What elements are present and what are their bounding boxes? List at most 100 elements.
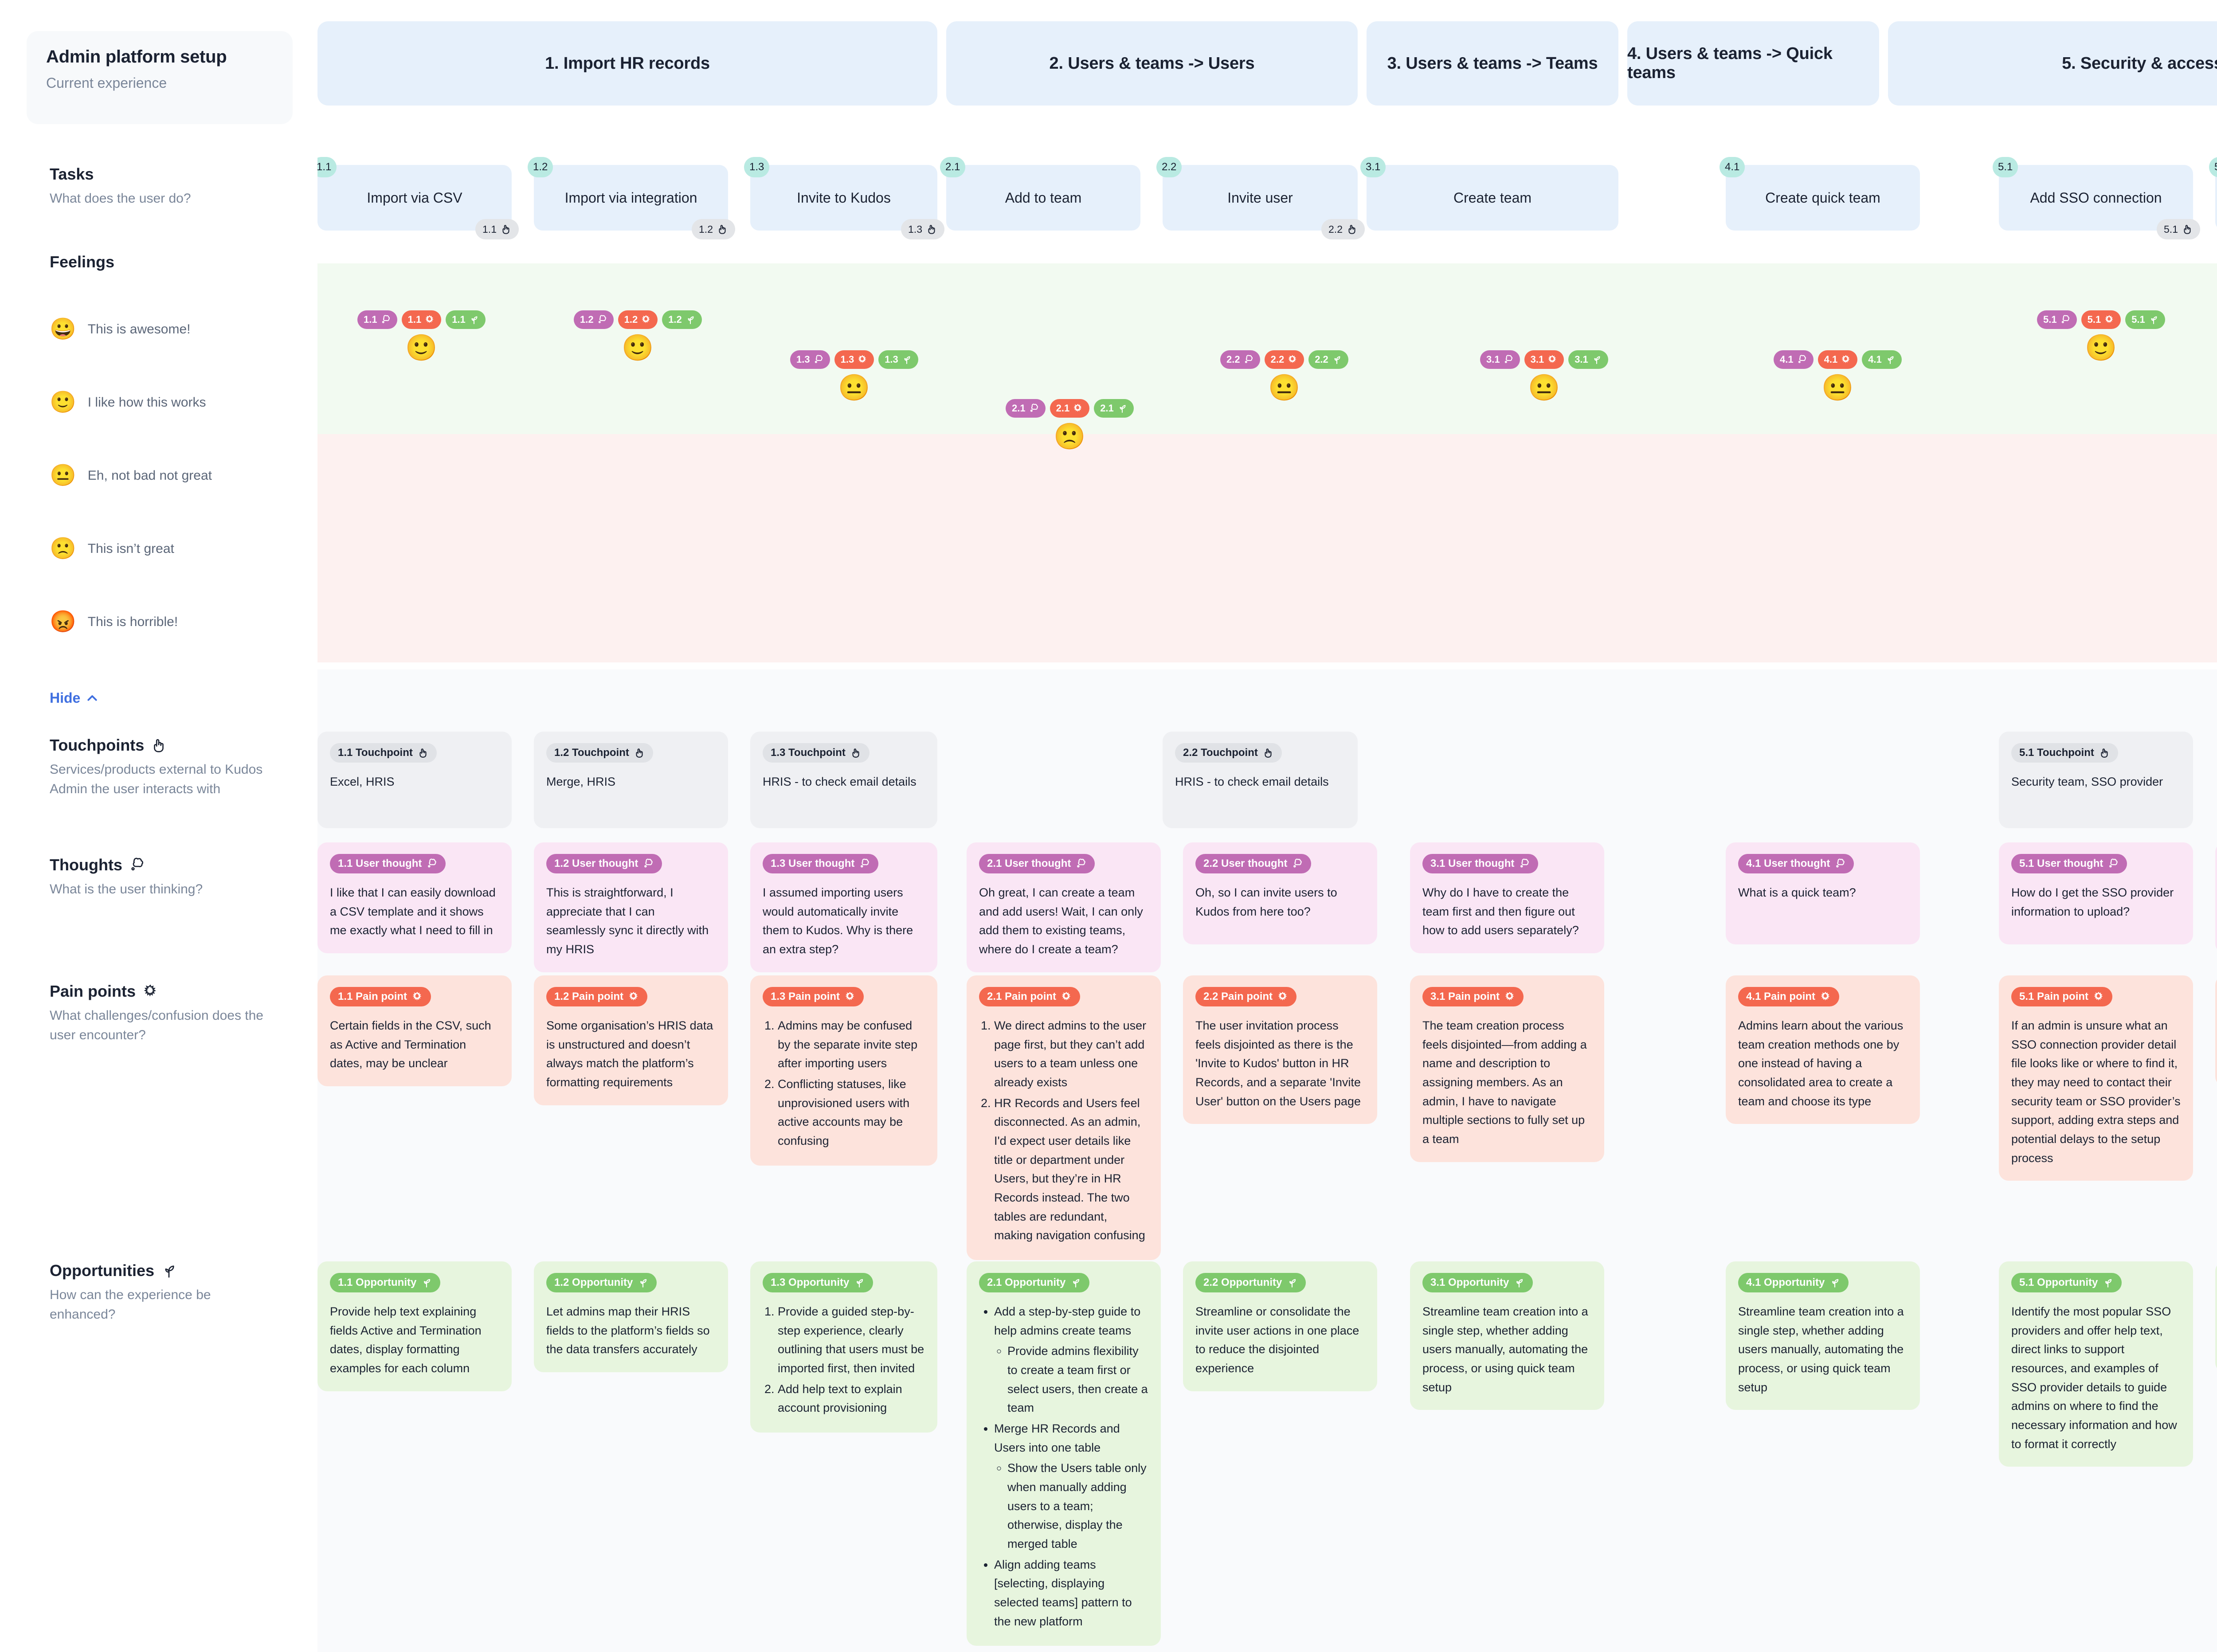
thought-card[interactable]: 1.1 User thought I like that I can easil…: [317, 842, 512, 953]
thought-card[interactable]: 1.2 User thought This is straightforward…: [534, 842, 728, 972]
phase-header[interactable]: 4. Users & teams -> Quick teams: [1627, 21, 1879, 106]
feeling-chip-op[interactable]: 1.3: [878, 350, 918, 369]
touch-card[interactable]: 1.1 Touchpoint Excel, HRIS: [317, 732, 512, 828]
opp-card[interactable]: 3.1 Opportunity Streamline team creation…: [1410, 1261, 1604, 1410]
task-card[interactable]: 1.1 Import via CSV 1.1: [311, 157, 519, 239]
thought-card[interactable]: 2.1 User thought Oh great, I can create …: [967, 842, 1161, 972]
feeling-chip-th[interactable]: 2.2: [1220, 350, 1260, 369]
pain-card[interactable]: 4.1 Pain point Admins learn about the va…: [1726, 975, 1920, 1124]
task-touchpoint-badge[interactable]: 1.3: [901, 219, 944, 239]
chip-number: 2.1: [1012, 403, 1026, 414]
touch-card[interactable]: 1.3 Touchpoint HRIS - to check email det…: [750, 732, 937, 828]
feeling-chip-pp[interactable]: 5.1: [2081, 310, 2121, 329]
row-label-touchpoints: Touchpoints Services/products external t…: [50, 736, 271, 799]
thought-bubble-icon: [129, 857, 145, 873]
feeling-chip-op[interactable]: 2.1: [1094, 399, 1134, 418]
pain-card[interactable]: 3.1 Pain point The team creation process…: [1410, 975, 1604, 1162]
feeling-chip-th[interactable]: 1.2: [574, 310, 614, 329]
card-body: We direct admins to the user page first,…: [979, 1016, 1148, 1245]
feeling-chip-pp[interactable]: 1.1: [401, 310, 442, 329]
phase-header[interactable]: 5. Security & access: [1888, 21, 2217, 106]
task-card[interactable]: 3.1 Create team: [1360, 157, 1618, 231]
thought-card[interactable]: 2.2 User thought Oh, so I can invite use…: [1183, 842, 1377, 944]
phase-header[interactable]: 1. Import HR records: [317, 21, 937, 106]
opp-card[interactable]: 1.3 Opportunity Provide a guided step-by…: [750, 1261, 937, 1433]
pain-card[interactable]: 2.2 Pain point The user invitation proce…: [1183, 975, 1377, 1124]
feeling-chip-pp[interactable]: 2.1: [1050, 399, 1090, 418]
feeling-chip-pp[interactable]: 1.3: [834, 350, 874, 369]
card-badge: 1.3 Pain point: [763, 987, 864, 1006]
feeling-chip-pp[interactable]: 1.2: [618, 310, 658, 329]
thought-card[interactable]: 3.1 User thought Why do I have to create…: [1410, 842, 1604, 953]
thought-card[interactable]: 4.1 User thought What is a quick team?: [1726, 842, 1920, 944]
feeling-chip-op[interactable]: 1.1: [446, 310, 486, 329]
task-card[interactable]: 4.1 Create quick team: [1720, 157, 1920, 231]
pain-card[interactable]: 5.1 Pain point If an admin is unsure wha…: [1999, 975, 2193, 1181]
feelings-legend: 😀 This is awesome! 🙂 I like how this wor…: [50, 293, 212, 658]
burst-icon: [142, 983, 159, 1000]
task-touchpoint-badge[interactable]: 1.2: [692, 219, 735, 239]
feeling-chip-th[interactable]: 1.3: [790, 350, 830, 369]
task-card[interactable]: 1.3 Invite to Kudos 1.3: [744, 157, 944, 239]
feeling-chip-th[interactable]: 5.1: [2037, 310, 2077, 329]
row-subtitle: Services/products external to Kudos Admi…: [50, 762, 263, 796]
opp-card[interactable]: 4.1 Opportunity Streamline team creation…: [1726, 1261, 1920, 1410]
feeling-emoji-marker: 😐: [838, 373, 870, 402]
pain-card[interactable]: 1.2 Pain point Some organisation’s HRIS …: [534, 975, 728, 1105]
task-card[interactable]: 2.1 Add to team: [940, 157, 1140, 231]
opp-card[interactable]: 1.1 Opportunity Provide help text explai…: [317, 1261, 512, 1391]
opp-card[interactable]: 5.1 Opportunity Identify the most popula…: [1999, 1261, 2193, 1467]
feeling-chip-th[interactable]: 4.1: [1774, 350, 1814, 369]
feeling-chip-th[interactable]: 2.1: [1006, 399, 1046, 418]
feeling-chip-th[interactable]: 1.1: [357, 310, 397, 329]
touch-card[interactable]: 1.2 Touchpoint Merge, HRIS: [534, 732, 728, 828]
task-touchpoint-badge[interactable]: 1.1: [475, 219, 519, 239]
card-badge-label: 2.1 User thought: [987, 857, 1071, 869]
pain-card[interactable]: 5.2 Pain point It’s unclear what MFA met…: [2215, 975, 2217, 1086]
pain-card[interactable]: 1.1 Pain point Certain fields in the CSV…: [317, 975, 512, 1086]
feeling-chip-op[interactable]: 1.2: [662, 310, 702, 329]
card-badge: 4.1 User thought: [1738, 854, 1854, 873]
task-card[interactable]: 5.1 Add SSO connection 5.1: [1993, 157, 2200, 239]
card-list-item: Add help text to explain account provisi…: [778, 1380, 925, 1417]
opp-card[interactable]: 2.2 Opportunity Streamline or consolidat…: [1183, 1261, 1377, 1391]
task-label: Invite to Kudos: [797, 189, 891, 206]
thought-card[interactable]: 1.3 User thought I assumed importing use…: [750, 842, 937, 972]
task-touchpoint-badge[interactable]: 2.2: [1321, 219, 1365, 239]
touch-card[interactable]: 5.1 Touchpoint Security team, SSO provid…: [1999, 732, 2193, 828]
hide-toggle[interactable]: Hide: [50, 690, 99, 706]
pain-card[interactable]: 1.3 Pain point Admins may be confused by…: [750, 975, 937, 1166]
feeling-chip-pp[interactable]: 4.1: [1817, 350, 1858, 369]
card-badge-label: 3.1 Pain point: [1430, 990, 1500, 1002]
phase-header[interactable]: 3. Users & teams -> Teams: [1367, 21, 1618, 106]
pain-card[interactable]: 2.1 Pain point We direct admins to the u…: [967, 975, 1161, 1260]
feeling-chip-pp[interactable]: 3.1: [1524, 350, 1564, 369]
task-card[interactable]: 1.2 Import via integration 1.2: [528, 157, 735, 239]
feeling-chip-op[interactable]: 5.1: [2125, 310, 2165, 329]
task-touchpoint-badge[interactable]: 5.1: [2157, 219, 2200, 239]
card-sublist-item: Show the Users table only when manually …: [1007, 1459, 1148, 1553]
task-card[interactable]: 2.2 Invite user 2.2: [1156, 157, 1365, 239]
task-card[interactable]: 5.2 MFA configuration: [2209, 157, 2217, 231]
feeling-chip-op[interactable]: 4.1: [1862, 350, 1902, 369]
touch-card[interactable]: 2.2 Touchpoint HRIS - to check email det…: [1163, 732, 1358, 828]
feeling-chip-op[interactable]: 2.2: [1308, 350, 1348, 369]
thought-card[interactable]: 5.2 User thought I love that we can add …: [2215, 842, 2217, 953]
feeling-chip-th[interactable]: 3.1: [1480, 350, 1520, 369]
feeling-chip-pp[interactable]: 2.2: [1264, 350, 1304, 369]
opp-card[interactable]: 2.1 Opportunity Add a step-by-step guide…: [967, 1261, 1161, 1646]
thought-card[interactable]: 5.1 User thought How do I get the SSO pr…: [1999, 842, 2193, 944]
opp-card[interactable]: 5.2 Opportunity Clarify MFA benefits and…: [2215, 1261, 2217, 1372]
opp-card[interactable]: 1.2 Opportunity Let admins map their HRI…: [534, 1261, 728, 1372]
phase-header[interactable]: 2. Users & teams -> Users: [946, 21, 1358, 106]
feeling-chip-op[interactable]: 3.1: [1568, 350, 1608, 369]
